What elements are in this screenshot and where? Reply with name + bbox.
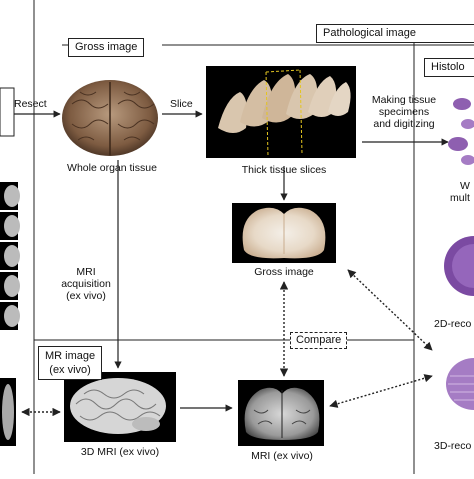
mri-slice-caption: MRI (ex vivo): [251, 450, 313, 462]
histology-w-line2: mult: [450, 192, 470, 204]
histology-images: [444, 98, 474, 410]
pathological-image-header: Pathological image: [316, 24, 474, 43]
gross-image: [232, 203, 336, 263]
mr-image-header-line2: (ex vivo): [49, 364, 91, 376]
recon-2d-caption: 2D-reco: [434, 318, 472, 330]
histology-w-caption: W mult: [450, 180, 470, 204]
thick-slices-image: [206, 66, 356, 158]
mr-image-header: MR image (ex vivo): [38, 346, 103, 380]
mri-acquisition-line3: (ex vivo): [66, 290, 106, 302]
resect-label: Resect: [14, 98, 47, 110]
whole-organ-image: [62, 80, 158, 156]
gross-image-header: Gross image: [68, 38, 145, 57]
mri-3d-image: [64, 372, 176, 442]
mri-slice-image: [238, 380, 324, 446]
compare-label: Compare: [290, 332, 348, 349]
making-label-line2: specimens: [378, 106, 430, 118]
arrow-gross-to-recon: [347, 269, 433, 351]
histology-w-line1: W: [460, 180, 470, 192]
histology-header: Histolo: [424, 58, 474, 77]
mri-acquisition-line2: acquisition: [61, 278, 111, 290]
left-mri-stack: [0, 87, 20, 446]
whole-organ-caption: Whole organ tissue: [67, 162, 157, 174]
slice-label: Slice: [170, 98, 193, 110]
mri-3d-caption: 3D MRI (ex vivo): [80, 446, 160, 458]
thick-slices-caption: Thick tissue slices: [241, 164, 327, 176]
mri-acquisition-label: MRI acquisition (ex vivo): [61, 266, 111, 302]
gross-image-caption: Gross image: [254, 266, 314, 278]
arrow-mri-to-recon: [329, 374, 433, 408]
making-label-line1: Making tissue: [371, 94, 437, 106]
making-label-line3: and digitizing: [373, 118, 435, 130]
mr-image-header-line1: MR image: [45, 350, 96, 362]
making-label: Making tissue specimens and digitizing: [372, 94, 436, 130]
recon-3d-caption: 3D-reco: [434, 440, 472, 452]
mri-acquisition-line1: MRI: [76, 266, 96, 278]
